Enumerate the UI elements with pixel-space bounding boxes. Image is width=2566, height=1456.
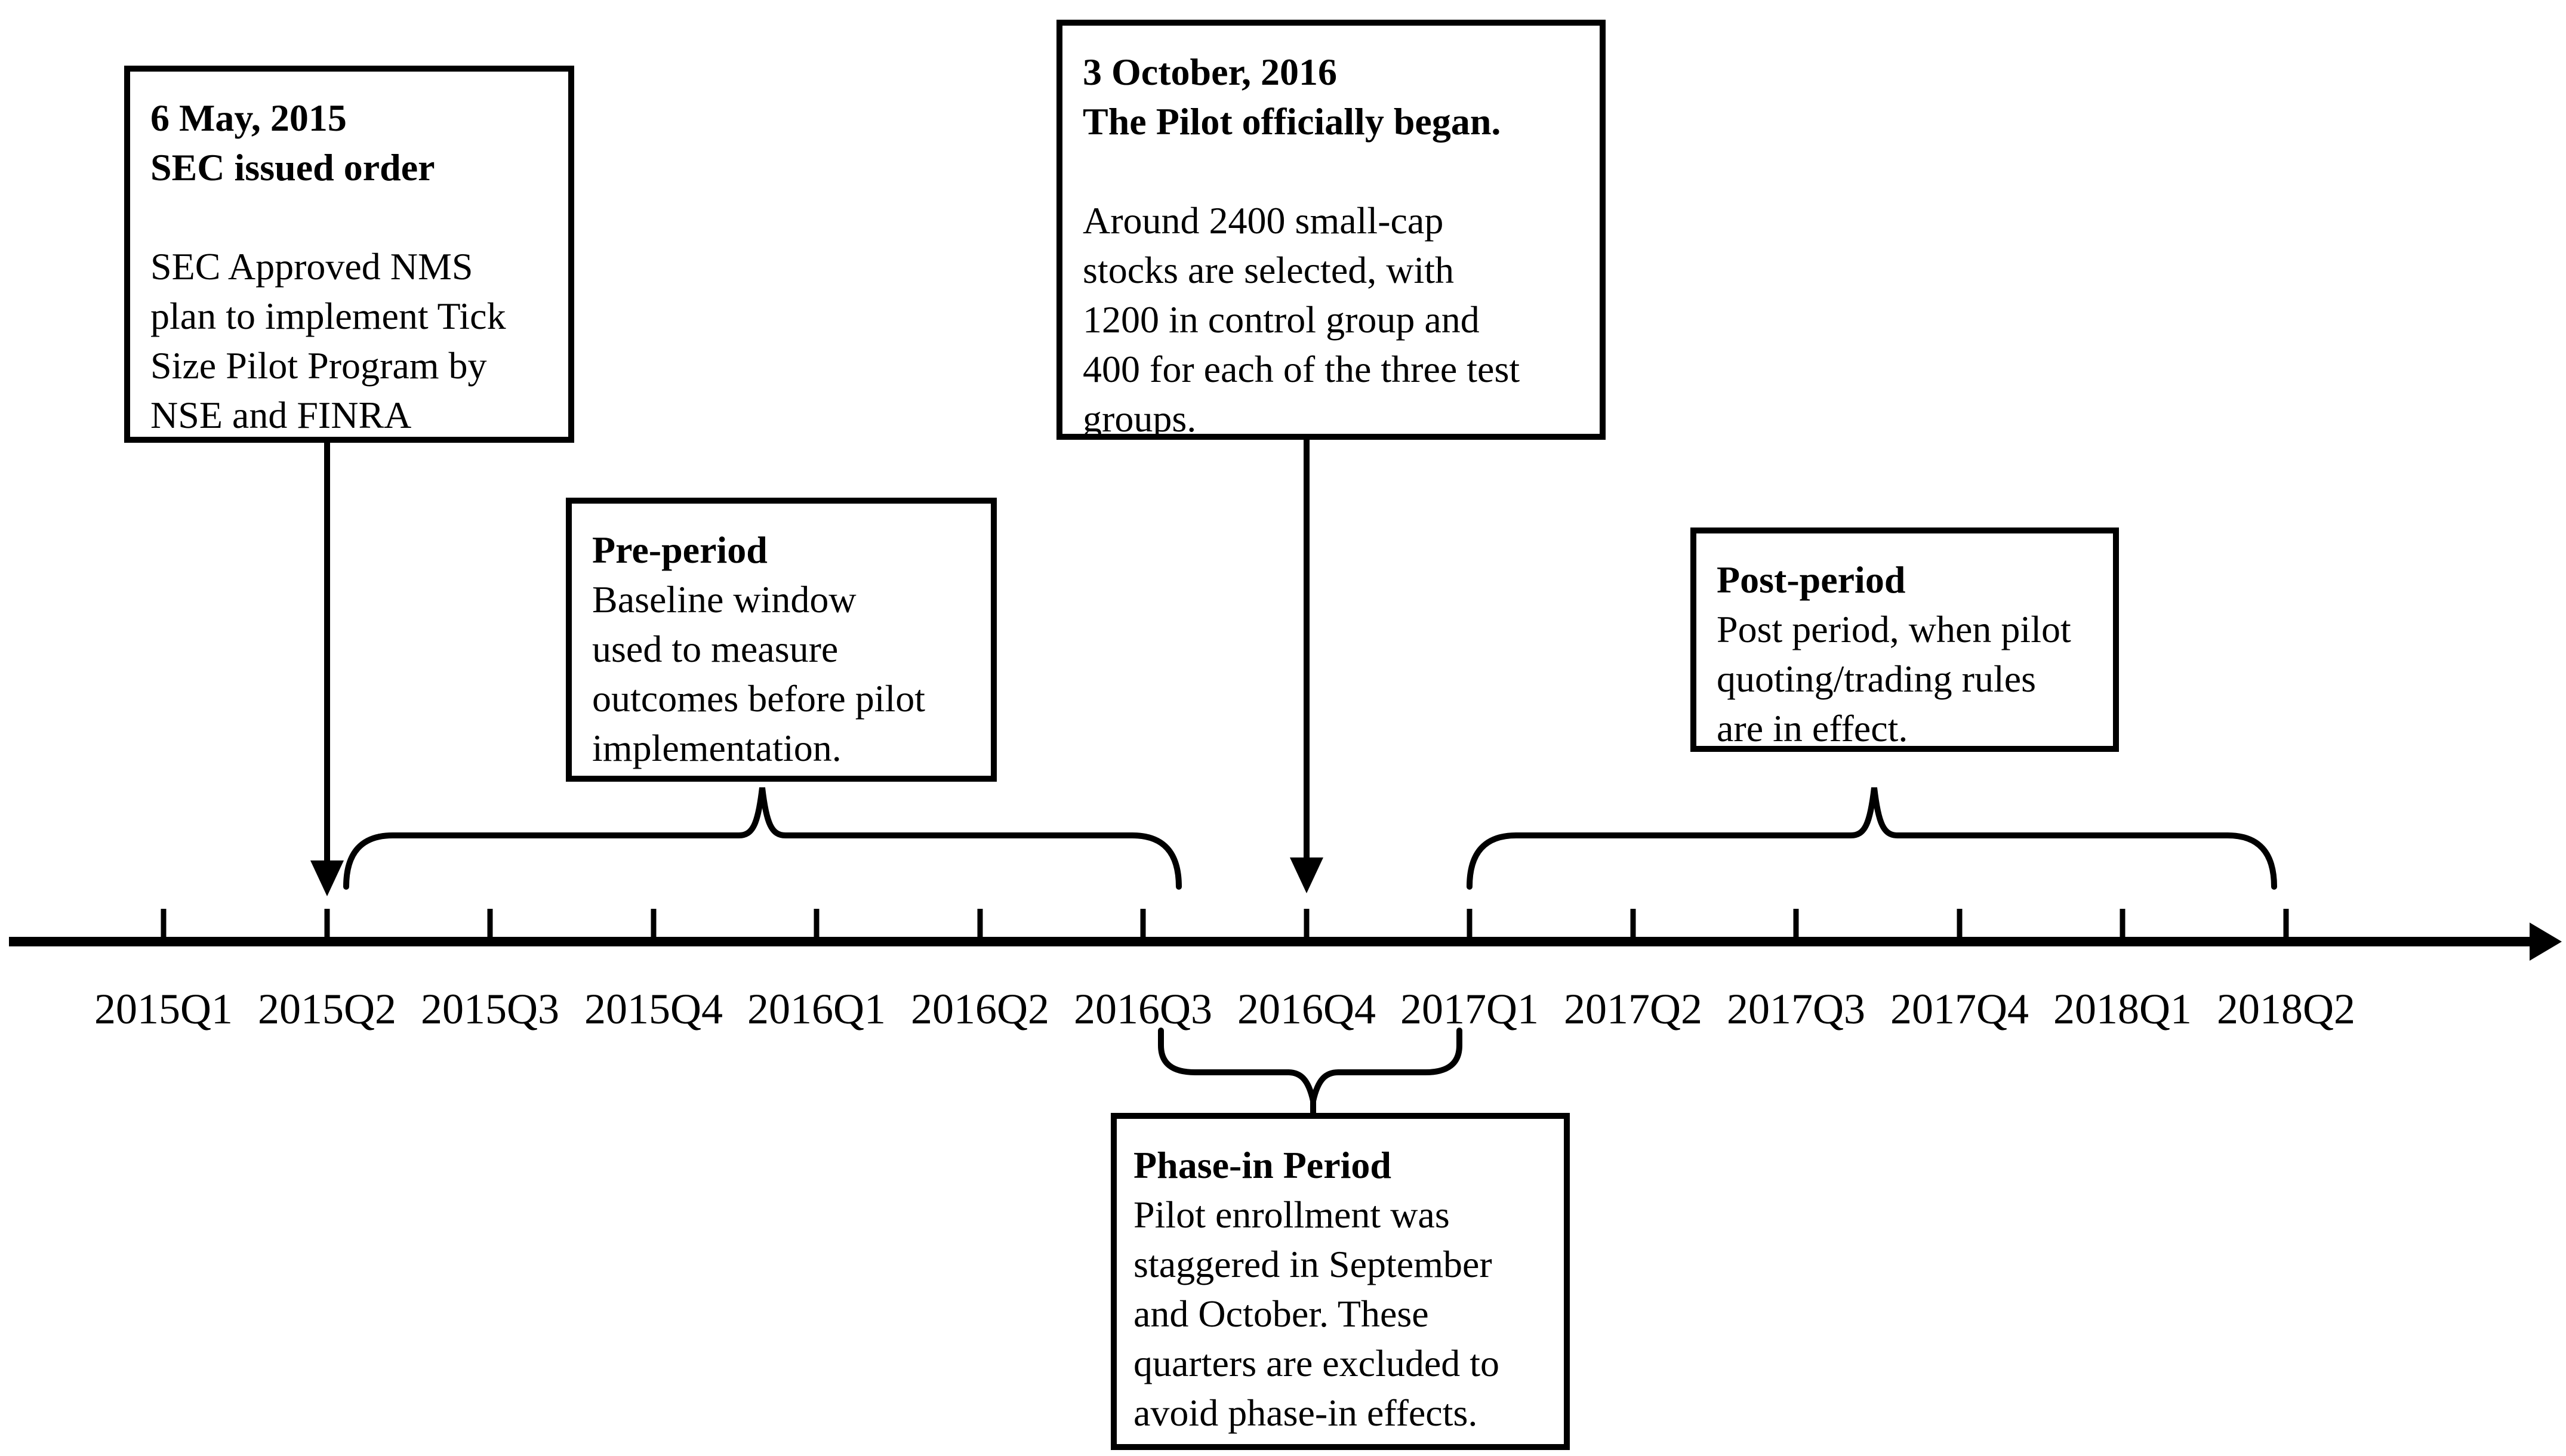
- axis-label-2018q1: 2018Q1: [2053, 985, 2192, 1033]
- pre-period-box: Pre-period Baseline window used to measu…: [566, 498, 997, 782]
- event-arrow-sec-order-head-icon: [310, 860, 344, 896]
- axis-label-2016q3: 2016Q3: [1074, 985, 1212, 1033]
- post-period-box: Post-period Post period, when pilot quot…: [1690, 528, 2119, 752]
- phase-in-box: Phase-in Period Pilot enrollment was sta…: [1111, 1113, 1570, 1450]
- axis-label-2015q1: 2015Q1: [94, 985, 233, 1033]
- pilot-began-title: 3 October, 2016 The Pilot officially beg…: [1083, 51, 1501, 143]
- pre-period-brace: [343, 787, 1182, 890]
- phase-in-body: Pilot enrollment was staggered in Septem…: [1133, 1193, 1500, 1434]
- axis-label-2015q2: 2015Q2: [258, 985, 396, 1033]
- axis-label-2015q4: 2015Q4: [584, 985, 723, 1033]
- pre-period-body: Baseline window used to measure outcomes…: [592, 578, 926, 769]
- sec-order-body: SEC Approved NMS plan to implement Tick …: [150, 245, 506, 436]
- pilot-began-body: Around 2400 small-cap stocks are selecte…: [1083, 199, 1520, 440]
- axis-label-2017q2: 2017Q2: [1564, 985, 1702, 1033]
- pilot-began-box: 3 October, 2016 The Pilot officially beg…: [1056, 20, 1606, 440]
- event-arrow-sec-order: [310, 443, 344, 896]
- phase-in-title: Phase-in Period: [1133, 1144, 1391, 1186]
- axis-label-2016q2: 2016Q2: [911, 985, 1049, 1033]
- post-period-body: Post period, when pilot quoting/trading …: [1717, 608, 2071, 749]
- axis-tick-marks: [161, 909, 2289, 937]
- axis-label-2018q2: 2018Q2: [2217, 985, 2355, 1033]
- axis-arrowhead-icon: [2530, 923, 2562, 961]
- phase-in-brace: [1158, 1028, 1462, 1102]
- axis-label-2015q3: 2015Q3: [421, 985, 559, 1033]
- post-period-brace: [1467, 787, 2277, 890]
- sec-order-title: 6 May, 2015 SEC issued order: [150, 97, 435, 189]
- axis-label-2017q4: 2017Q4: [1890, 985, 2029, 1033]
- axis-label-2016q1: 2016Q1: [747, 985, 886, 1033]
- axis-label-2017q1: 2017Q1: [1400, 985, 1539, 1033]
- pre-period-title: Pre-period: [592, 529, 768, 571]
- axis-label-2017q3: 2017Q3: [1727, 985, 1865, 1033]
- axis-label-2016q4: 2016Q4: [1237, 985, 1376, 1033]
- event-arrow-pilot-began: [1290, 440, 1323, 893]
- event-arrow-pilot-began-head-icon: [1290, 857, 1323, 893]
- post-period-title: Post-period: [1717, 559, 1906, 601]
- sec-order-box: 6 May, 2015 SEC issued order SEC Approve…: [124, 66, 574, 443]
